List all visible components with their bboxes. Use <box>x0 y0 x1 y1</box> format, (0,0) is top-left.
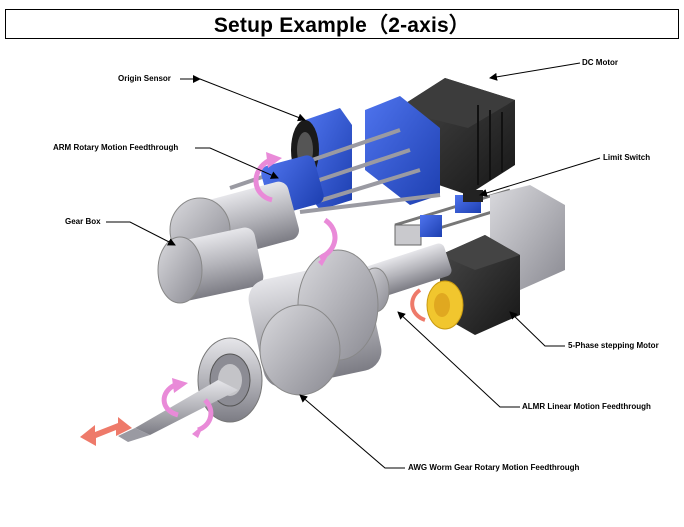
leader-lines <box>106 62 601 469</box>
label-awg-worm-gear-feedthrough: AWG Worm Gear Rotary Motion Feedthrough <box>408 463 580 472</box>
yellow-coupling <box>426 280 464 330</box>
label-origin-sensor: Origin Sensor <box>118 74 171 83</box>
page-title: Setup Example（2-axis） <box>213 14 471 37</box>
coupling-rotation-arrow <box>410 288 426 322</box>
label-stepping-motor: 5-Phase stepping Motor <box>568 341 659 350</box>
label-gear-box: Gear Box <box>65 217 101 226</box>
label-dc-motor: DC Motor <box>582 58 618 67</box>
linear-motion-arrow <box>80 417 132 446</box>
output-shaft <box>118 380 238 442</box>
label-almr-linear-feedthrough: ALMR Linear Motion Feedthrough <box>522 402 651 411</box>
gear-box <box>157 227 264 304</box>
title-box: Setup Example（2-axis） <box>5 9 679 39</box>
label-limit-switch: Limit Switch <box>603 153 651 162</box>
rotation-arrowheads <box>172 152 330 438</box>
label-arm-rotary-feedthrough: ARM Rotary Motion Feedthrough <box>53 143 179 152</box>
awg-worm-gear-feedthrough <box>197 249 382 423</box>
